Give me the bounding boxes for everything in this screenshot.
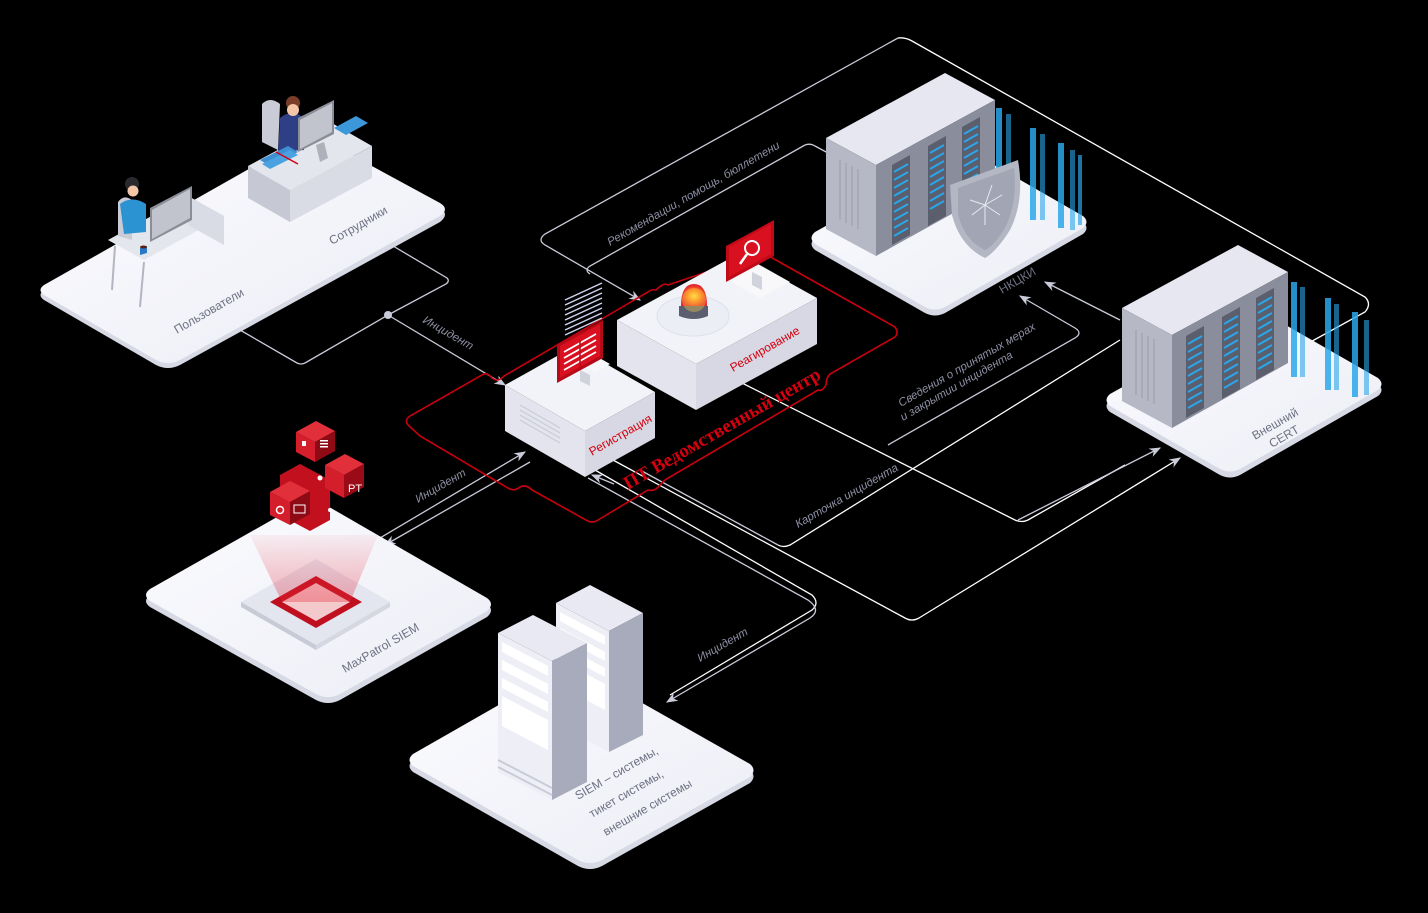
shield-circuit-icon — [950, 160, 1021, 258]
search-monitor-icon — [726, 220, 790, 298]
recommendations-inner-line — [586, 144, 806, 275]
recommendations-outer-to-response[interactable] — [540, 37, 899, 301]
edge-label-siem-incident: Инцидент — [696, 626, 751, 665]
code-stream-nkcki — [996, 108, 1082, 230]
edge-label-maxpatrol-incident: Инцидент — [414, 467, 469, 506]
recommendations-outer-line — [897, 37, 1370, 346]
center-outline — [405, 252, 898, 523]
cert-to-nkcki-arrow-1[interactable] — [1043, 281, 1121, 321]
recommendations-inner-line-top — [804, 143, 829, 154]
registration-to-siem-arrow[interactable] — [587, 477, 817, 703]
tower-server-icon — [497, 585, 643, 800]
measures-to-nkcki-arrow[interactable] — [887, 295, 1080, 446]
desk-user-icon — [108, 177, 224, 308]
document-monitor-icon — [557, 282, 610, 386]
registration-to-maxpatrol-arrow[interactable] — [383, 461, 531, 546]
edge-label-users-incident: Инцидент — [421, 314, 476, 353]
siem-line-a — [594, 469, 817, 696]
arrow-into-registration-bottom — [590, 474, 615, 485]
maxpatrol-platform — [146, 501, 491, 703]
code-stream-cert — [1291, 282, 1369, 397]
siren-icon — [679, 284, 708, 319]
red-cubes-icon: PT — [270, 421, 364, 531]
pt-logo: PT — [348, 483, 362, 495]
edge-label-incident-card: Карточка инцидента — [794, 462, 901, 531]
server-rack-icon — [1122, 245, 1369, 428]
desk-employee-icon — [248, 96, 372, 222]
server-rack-icon — [826, 73, 1082, 256]
incident-card-to-cert-lower[interactable] — [599, 452, 1181, 621]
incident-card-line — [777, 339, 1121, 548]
edge-label-measures-line1: Сведения о принятых мерах — [897, 321, 1039, 410]
cert-platform — [1106, 313, 1382, 478]
maxpatrol-to-registration-arrow[interactable] — [379, 451, 527, 539]
center-boundary — [405, 252, 898, 523]
incident-card-to-cert-upper-arrow[interactable] — [1017, 447, 1162, 521]
registration-box[interactable]: Регистрация — [505, 282, 655, 477]
center-to-cert-upper — [739, 381, 1126, 523]
users-platform — [40, 137, 445, 368]
edge-label-measures-line2: и закрытии инцидента — [899, 349, 1016, 423]
